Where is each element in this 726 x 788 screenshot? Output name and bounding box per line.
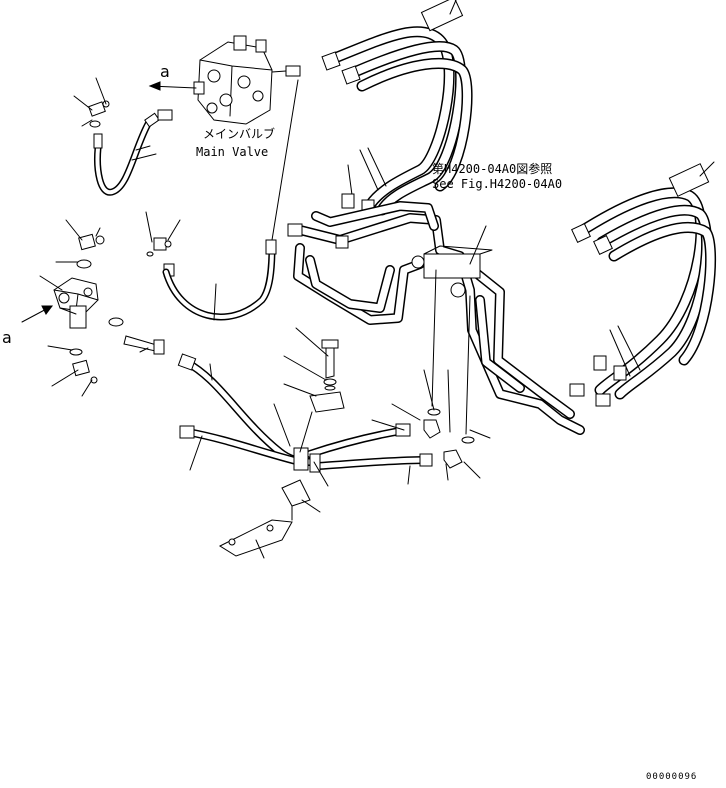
hose-bundle-top bbox=[321, 0, 473, 216]
hoses-lower bbox=[177, 269, 475, 473]
main-valve bbox=[148, 35, 273, 125]
fittings-center-left bbox=[146, 237, 175, 277]
see-fig-label-jp: 第H4200-04A0図参照 bbox=[432, 162, 553, 176]
see-fig-label-en: See Fig.H4200-04A0 bbox=[432, 177, 563, 191]
hose-valve-to-center bbox=[162, 79, 299, 321]
fitting-top-left bbox=[88, 100, 110, 128]
reference-a-left: a bbox=[2, 328, 12, 347]
main-valve-label-en: Main Valve bbox=[196, 145, 269, 159]
left-valve-block bbox=[21, 233, 165, 384]
drawing-code: 00000096 bbox=[646, 772, 698, 782]
hose-valve-left-loop bbox=[93, 109, 173, 196]
reference-a-top: a bbox=[160, 62, 170, 81]
hose-bundle-right bbox=[569, 161, 717, 407]
clamp-and-bracket bbox=[218, 339, 345, 557]
pipe-manifold bbox=[287, 201, 585, 435]
leader-lines bbox=[39, 77, 491, 559]
main-valve-label-jp: メインバルブ bbox=[203, 127, 276, 141]
valve-side-fitting bbox=[271, 65, 301, 77]
